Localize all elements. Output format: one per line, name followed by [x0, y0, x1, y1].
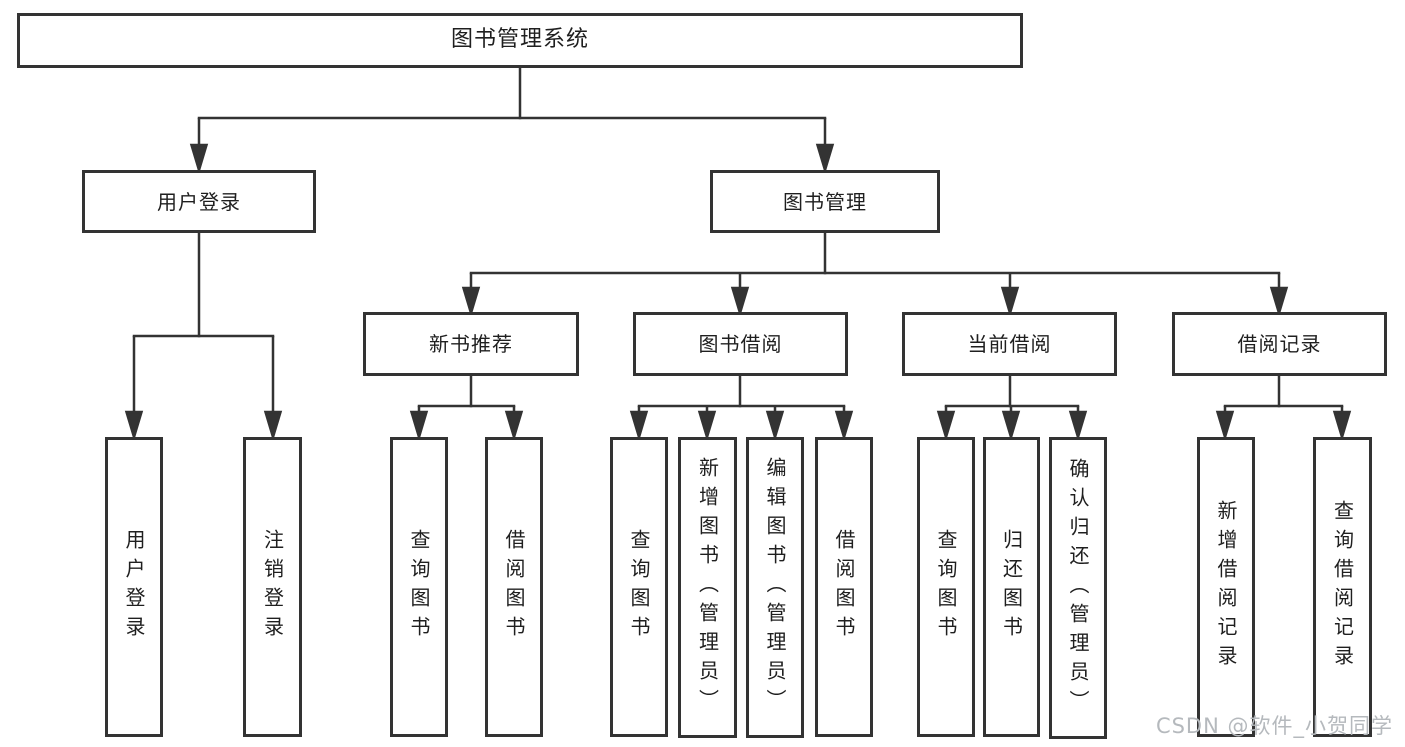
node-book-management: 图书管理 [710, 170, 940, 233]
node-label: 借阅图书 [502, 529, 526, 645]
leaf-confirm-return-admin: 确认归还（管理员） [1049, 437, 1107, 739]
node-new-book-recommend: 新书推荐 [363, 312, 579, 376]
node-label: 图书管理系统 [450, 27, 589, 53]
leaf-borrow-books: 借阅图书 [815, 437, 873, 737]
leaf-query-books-borrowing: 查询图书 [610, 437, 668, 737]
leaf-borrow-books-recommend: 借阅图书 [485, 437, 543, 737]
node-current-borrowing: 当前借阅 [902, 312, 1117, 376]
node-label: 新增借阅记录 [1214, 500, 1238, 674]
node-library-system: 图书管理系统 [17, 13, 1023, 68]
leaf-logout-login: 注销登录 [243, 437, 302, 737]
node-label: 查询图书 [934, 529, 958, 645]
node-user-login: 用户登录 [82, 170, 316, 233]
node-label: 图书借阅 [698, 332, 783, 356]
leaf-query-borrow-record: 查询借阅记录 [1313, 437, 1372, 737]
node-label: 注销登录 [260, 529, 285, 645]
node-label: 借阅图书 [832, 529, 856, 645]
node-label: 图书管理 [783, 189, 867, 214]
node-label: 用户登录 [122, 529, 146, 645]
csdn-watermark: CSDN @软件_小贺同学 [1155, 714, 1393, 738]
node-label: 新书推荐 [429, 332, 513, 356]
leaf-query-books-current: 查询图书 [917, 437, 975, 737]
node-label: 归还图书 [999, 529, 1024, 645]
node-label: 当前借阅 [967, 332, 1052, 356]
node-label: 查询借阅记录 [1330, 500, 1355, 674]
leaf-user-login: 用户登录 [105, 437, 163, 737]
leaf-add-books-admin: 新增图书（管理员） [678, 437, 737, 738]
node-label: 查询图书 [407, 529, 431, 645]
node-label: 编辑图书（管理员） [763, 457, 787, 718]
leaf-add-borrow-record: 新增借阅记录 [1197, 437, 1255, 737]
leaf-edit-books-admin: 编辑图书（管理员） [746, 437, 804, 738]
node-label: 查询图书 [627, 529, 651, 645]
node-label: 借阅记录 [1237, 332, 1322, 356]
node-label: 用户登录 [157, 189, 241, 214]
node-label: 确认归还（管理员） [1066, 457, 1090, 719]
node-borrowing-records: 借阅记录 [1172, 312, 1387, 376]
node-label: 新增图书（管理员） [695, 457, 720, 718]
leaf-return-books: 归还图书 [983, 437, 1040, 737]
leaf-query-books-recommend: 查询图书 [390, 437, 448, 737]
node-book-borrowing: 图书借阅 [633, 312, 848, 376]
